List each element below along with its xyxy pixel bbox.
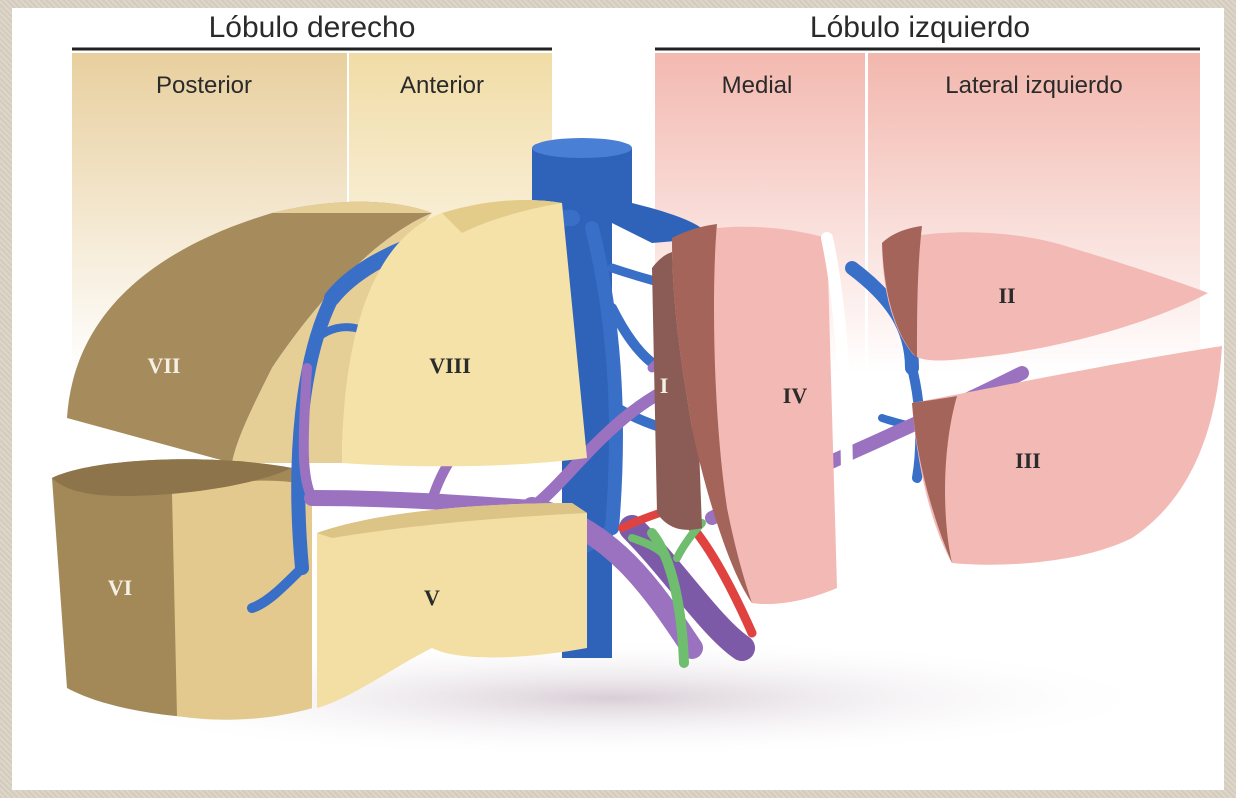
segment-label-ii: II (998, 283, 1015, 308)
segment-label-vi: VI (108, 575, 132, 600)
anterior-label: Anterior (400, 72, 484, 99)
right-lobe-header: Lóbulo derecho (209, 11, 416, 44)
segment-label-i: I (660, 373, 669, 398)
segment-iii (912, 346, 1222, 565)
segment-label-iv: IV (783, 383, 808, 408)
segment-label-viii: VIII (429, 353, 471, 378)
lateral-left-label: Lateral izquierdo (945, 72, 1122, 99)
liver-segments-diagram: Lóbulo derecho Lóbulo izquierdo Posterio… (12, 8, 1224, 790)
segment-label-iii: III (1015, 448, 1041, 473)
segment-vi-cut (172, 481, 312, 720)
segment-label-vii: VII (147, 353, 180, 378)
medial-label: Medial (722, 72, 793, 99)
vena-cava-top (532, 138, 632, 158)
segment-label-v: V (424, 585, 440, 610)
diagram-panel: Lóbulo derecho Lóbulo izquierdo Posterio… (12, 8, 1224, 790)
left-lobe-header: Lóbulo izquierdo (810, 11, 1030, 44)
posterior-label: Posterior (156, 72, 252, 99)
